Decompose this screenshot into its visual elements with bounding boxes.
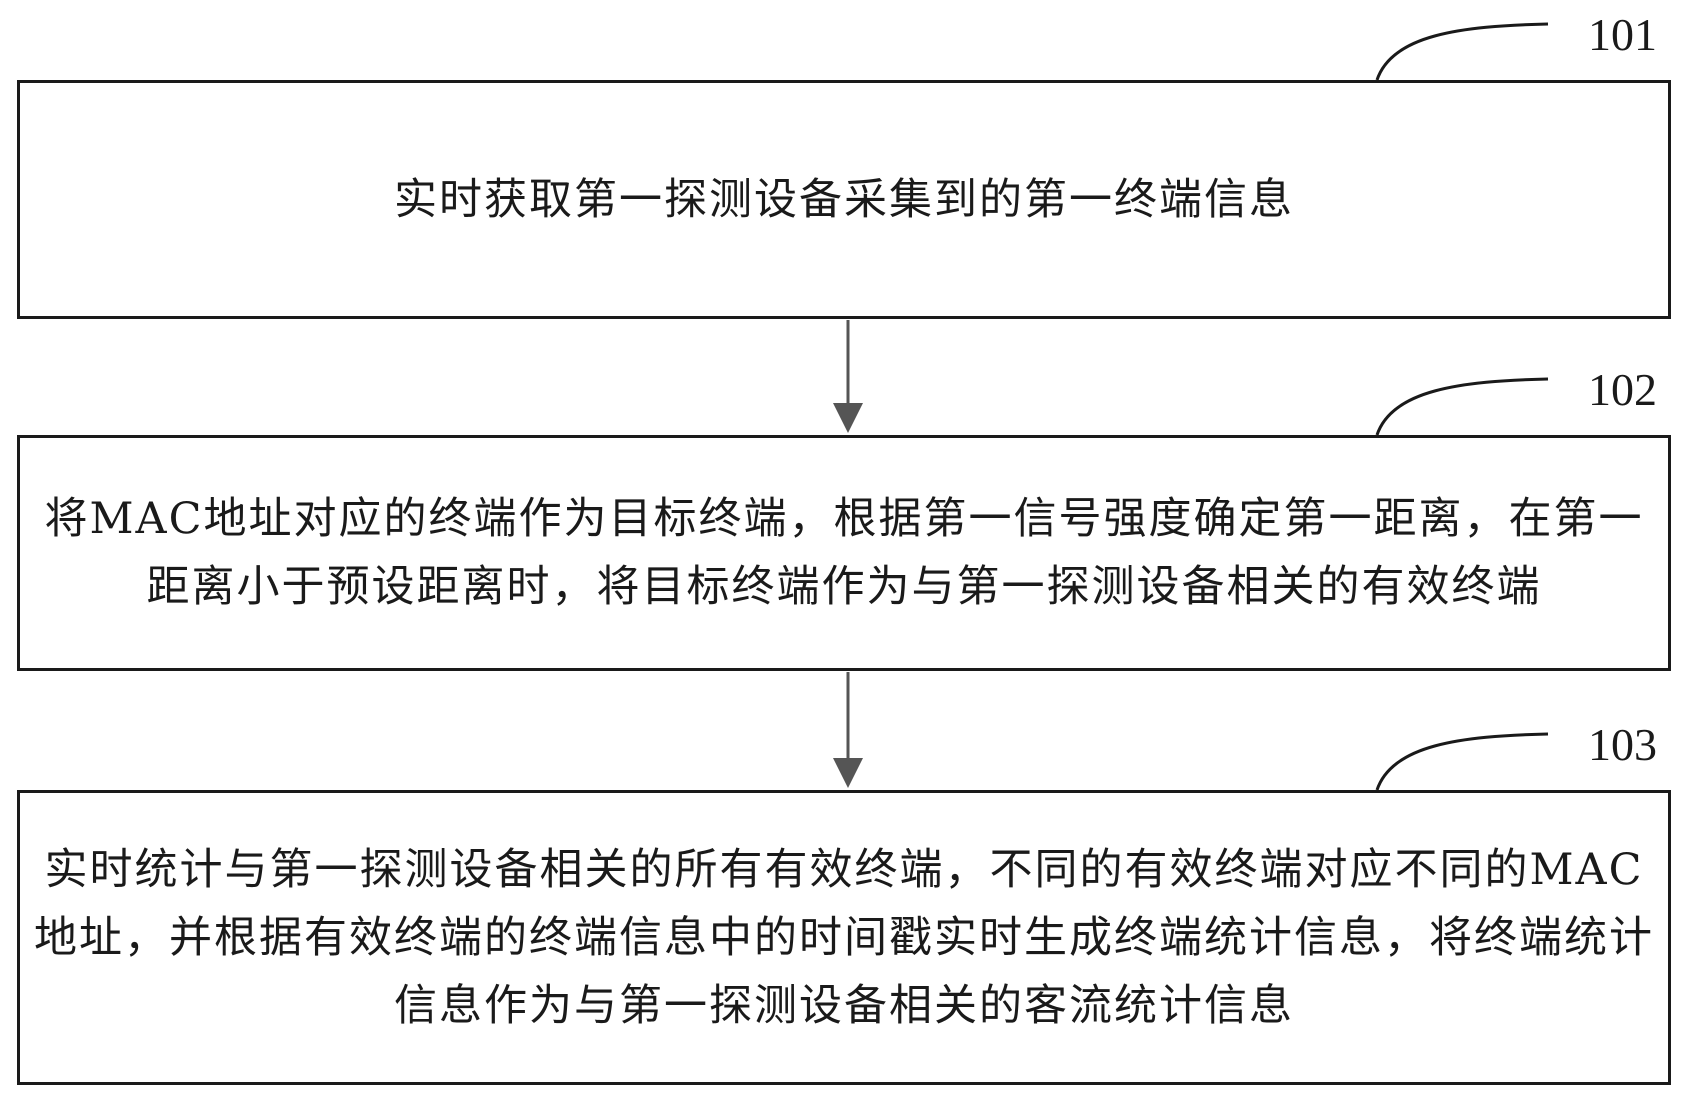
step-text-102: 将MAC地址对应的终端作为目标终端，根据第一信号强度确定第一距离，在第一距离小于… [44, 494, 1644, 612]
arrowhead-101-102 [833, 403, 863, 433]
step-number-103: 103 [1588, 719, 1657, 770]
arrowhead-102-103 [833, 758, 863, 788]
step-box-102: 将MAC地址对应的终端作为目标终端，根据第一信号强度确定第一距离，在第一距离小于… [17, 435, 1671, 671]
step-text-103: 实时统计与第一探测设备相关的所有有效终端，不同的有效终端对应不同的MAC地址，并… [34, 844, 1654, 1031]
step-number-101: 101 [1588, 9, 1657, 60]
step-box-101: 实时获取第一探测设备采集到的第一终端信息 [17, 80, 1671, 319]
leader-line-103 [1375, 732, 1549, 791]
leader-line-102 [1375, 377, 1549, 436]
leader-line-101 [1375, 22, 1549, 81]
step-text-101: 实时获取第一探测设备采集到的第一终端信息 [394, 174, 1294, 225]
step-number-102: 102 [1588, 364, 1657, 415]
step-box-103: 实时统计与第一探测设备相关的所有有效终端，不同的有效终端对应不同的MAC地址，并… [17, 790, 1671, 1085]
